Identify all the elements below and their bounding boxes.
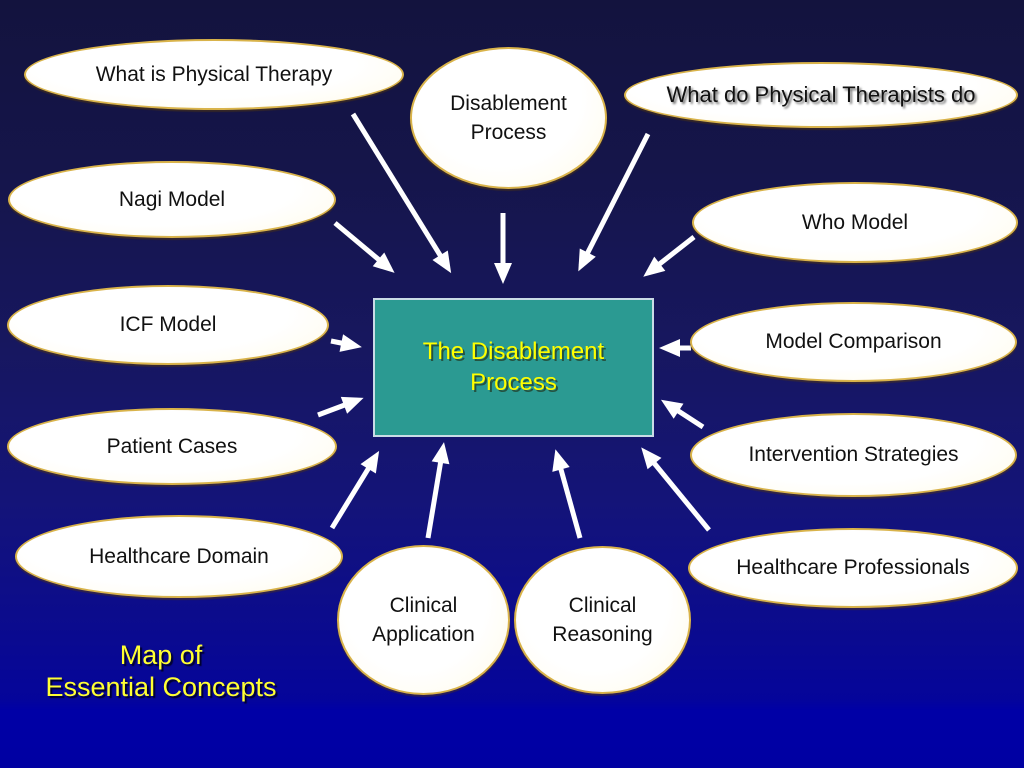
node-disablement-process: Disablement Process (410, 47, 607, 189)
node-label: ICF Model (119, 313, 217, 337)
node-who-model: Who Model (692, 182, 1018, 263)
arrow-icf-model-to-center (330, 334, 362, 352)
node-clinical-reasoning: Clinical Reasoning (514, 546, 691, 694)
node-what-is-physical-therapy: What is Physical Therapy (24, 39, 404, 110)
arrow-healthcare-domain-to-center (329, 450, 380, 530)
node-healthcare-domain: Healthcare Domain (15, 515, 343, 598)
slide-caption: Map of Essential Concepts (45, 640, 277, 703)
center-node-label: The Disablement Process (422, 338, 605, 396)
node-label: Disablement Process (450, 91, 567, 144)
node-patient-cases: Patient Cases (7, 408, 337, 485)
node-label: Patient Cases (106, 434, 238, 458)
node-what-do-physical-therapists-do: What do Physical Therapists do (624, 62, 1018, 128)
arrow-clinical-reasoning-to-center (552, 449, 583, 539)
node-label: Clinical Reasoning (552, 593, 653, 646)
node-nagi-model: Nagi Model (8, 161, 336, 238)
node-label: Model Comparison (765, 330, 942, 354)
node-label: Who Model (801, 210, 909, 234)
node-model-comparison: Model Comparison (690, 302, 1017, 382)
arrow-clinical-application-to-center (425, 442, 450, 539)
node-label: Nagi Model (118, 187, 226, 211)
node-intervention-strategies: Intervention Strategies (690, 413, 1017, 497)
arrow-who-model-to-center (643, 235, 696, 277)
center-node-the-disablement-process: The Disablement Process (373, 298, 654, 437)
arrow-nagi-model-to-center (333, 221, 395, 273)
node-icf-model: ICF Model (7, 285, 329, 365)
arrow-intervention-strategies-to-center (660, 399, 705, 430)
node-label: What do Physical Therapists do (666, 81, 976, 107)
node-label: Clinical Application (372, 593, 475, 646)
node-label: What is Physical Therapy (95, 62, 333, 86)
node-healthcare-professionals: Healthcare Professionals (688, 528, 1018, 608)
node-label: Healthcare Professionals (736, 556, 970, 580)
node-label: Intervention Strategies (748, 443, 959, 467)
node-clinical-application: Clinical Application (337, 545, 510, 695)
node-label: Healthcare Domain (89, 544, 269, 568)
arrow-patient-cases-to-center (317, 396, 364, 418)
